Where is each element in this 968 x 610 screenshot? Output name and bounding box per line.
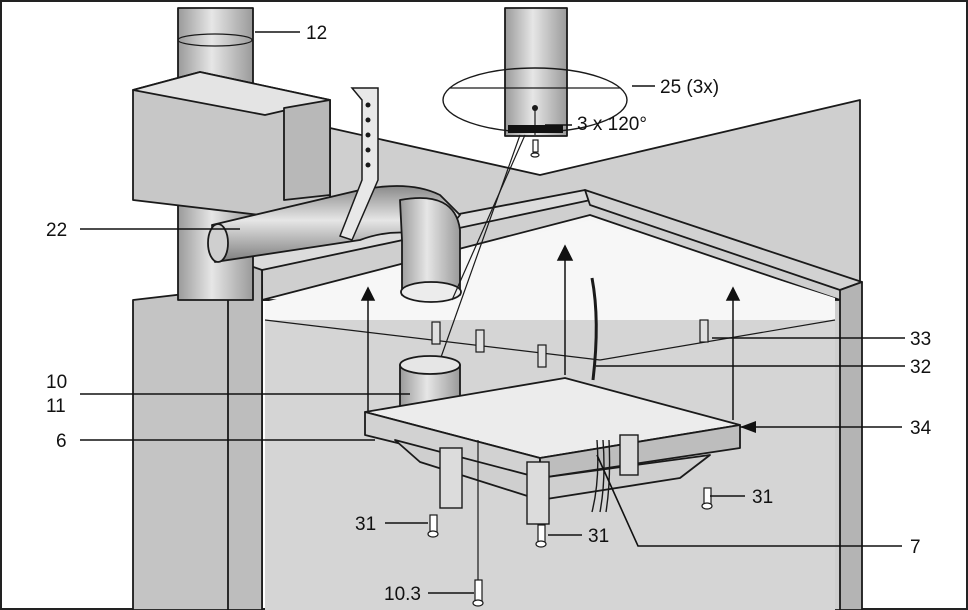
label-31-right: 31 [752,487,773,508]
guide-line-1 [439,134,521,361]
top-duct [504,7,568,137]
frame-beam-right [839,281,863,610]
power-cable-32 [590,277,598,381]
hanger-strap [339,87,379,241]
label-10: 10 [46,372,67,393]
label-32: 32 [910,357,931,378]
wall-plugs-33 [431,319,709,368]
label-34: 34 [910,418,932,439]
screws [427,139,713,607]
fan-top [399,355,461,375]
ring-band [508,125,563,133]
leader-34-arrow [740,421,756,433]
label-12: 12 [306,23,327,44]
duct-box-2 [283,99,331,201]
label-11: 11 [46,396,66,417]
label-33: 33 [910,329,931,350]
frame-beam-left [227,249,263,610]
duct-22-end [207,223,229,263]
label-3x120: 3 x 120° [577,114,647,135]
label-7: 7 [910,537,921,558]
label-25: 25 (3x) [660,77,719,98]
label-31-left: 31 [355,514,376,535]
unit-wires [591,439,611,513]
label-31-center: 31 [588,526,609,547]
strap-holes [365,102,371,168]
unit-brackets [439,434,639,525]
duct-elbow-mouth [400,281,462,303]
label-10-3: 10.3 [384,584,421,605]
room-corner-line-2 [599,319,836,361]
leader-7 [596,454,902,547]
label-22: 22 [46,220,67,241]
lift-arrows [360,244,741,420]
guide-line-2 [451,134,526,301]
label-6: 6 [56,431,67,452]
duct-seam [177,33,253,47]
duct-elbow [399,197,461,296]
